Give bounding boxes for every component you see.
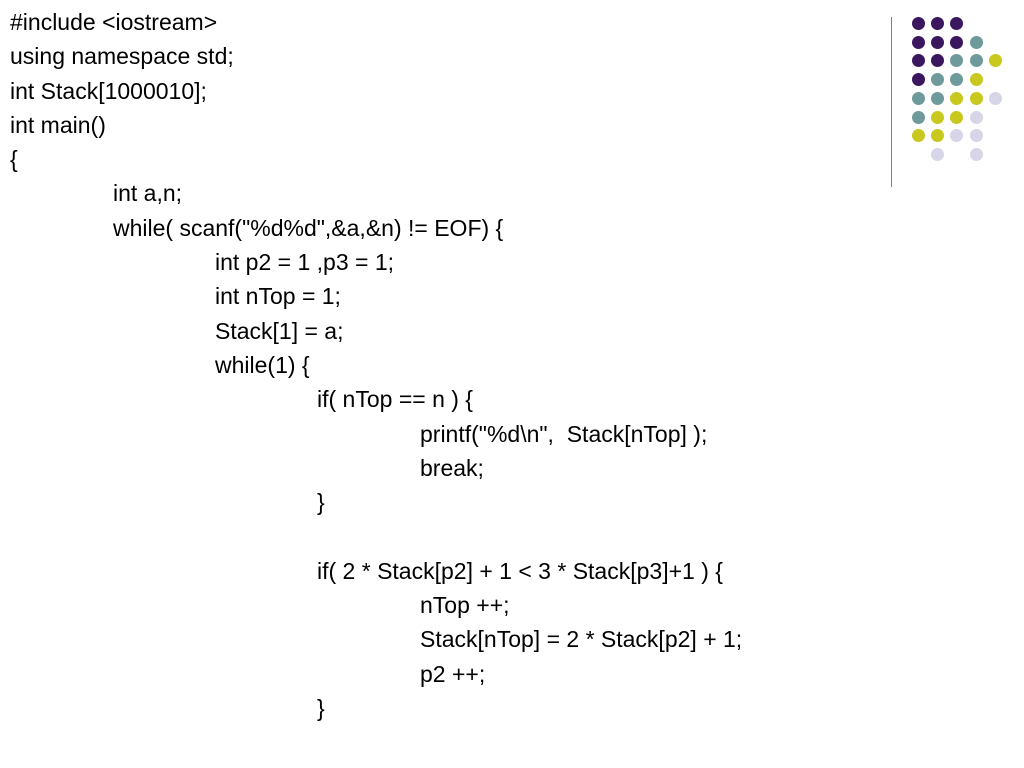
code-line: Stack[1] = a; bbox=[10, 314, 870, 348]
code-line: int Stack[1000010]; bbox=[10, 74, 870, 108]
code-line: Stack[nTop] = 2 * Stack[p2] + 1; bbox=[10, 622, 870, 656]
code-line: printf("%d\n", Stack[nTop] ); bbox=[10, 417, 870, 451]
decorative-dot bbox=[931, 54, 945, 68]
code-line-text: if( 2 * Stack[p2] + 1 < 3 * Stack[p3]+1 … bbox=[317, 557, 723, 584]
decorative-dot bbox=[988, 91, 1002, 105]
decorative-dot bbox=[969, 129, 983, 143]
decorative-dot bbox=[950, 17, 964, 30]
code-line: nTop ++; bbox=[10, 588, 870, 622]
code-line-text: } bbox=[317, 694, 325, 721]
code-line-text: { bbox=[10, 146, 18, 173]
code-line-text: int main() bbox=[10, 111, 106, 138]
code-line-text: nTop ++; bbox=[420, 592, 510, 619]
code-line: using namespace std; bbox=[10, 39, 870, 73]
decorative-dot bbox=[912, 91, 925, 105]
decorative-dot bbox=[931, 147, 945, 161]
code-line-text: while( scanf("%d%d",&a,&n) != EOF) { bbox=[113, 214, 504, 241]
decorative-dot bbox=[969, 91, 983, 105]
decorative-dot bbox=[912, 73, 925, 87]
code-line: while(1) { bbox=[10, 348, 870, 382]
code-line-text: break; bbox=[420, 454, 484, 481]
code-line: while( scanf("%d%d",&a,&n) != EOF) { bbox=[10, 211, 870, 245]
decorative-dot bbox=[912, 35, 925, 49]
decorative-dot bbox=[912, 17, 925, 30]
decorative-dot bbox=[950, 73, 964, 87]
code-line-text: printf("%d\n", Stack[nTop] ); bbox=[420, 420, 708, 447]
code-line: #include <iostream> bbox=[10, 5, 870, 39]
code-line: int nTop = 1; bbox=[10, 279, 870, 313]
code-line-text: while(1) { bbox=[215, 351, 310, 378]
decorative-dot bbox=[950, 91, 964, 105]
decorative-dot bbox=[969, 110, 983, 124]
decorative-dot bbox=[988, 54, 1002, 68]
code-line: { bbox=[10, 142, 870, 176]
code-line-text: int a,n; bbox=[113, 180, 183, 207]
decorative-dot bbox=[950, 35, 964, 49]
code-line-text: int nTop = 1; bbox=[215, 283, 341, 310]
code-line-text: if( nTop == n ) { bbox=[317, 386, 473, 413]
code-line: } bbox=[10, 485, 870, 519]
code-line bbox=[10, 519, 870, 553]
decorative-dot bbox=[950, 54, 964, 68]
decorative-dot bbox=[912, 129, 925, 143]
code-line-text: int p2 = 1 ,p3 = 1; bbox=[215, 249, 395, 276]
decorative-dot bbox=[931, 17, 945, 30]
code-line: int main() bbox=[10, 108, 870, 142]
code-block: #include <iostream> using namespace std; i… bbox=[10, 5, 870, 725]
code-line-text: int Stack[1000010]; bbox=[10, 77, 207, 104]
code-line: p2 ++; bbox=[10, 657, 870, 691]
decorative-dot bbox=[931, 91, 945, 105]
code-line: } bbox=[10, 691, 870, 725]
decorative-dot bbox=[931, 73, 945, 87]
code-line: int p2 = 1 ,p3 = 1; bbox=[10, 245, 870, 279]
code-line: if( 2 * Stack[p2] + 1 < 3 * Stack[p3]+1 … bbox=[10, 554, 870, 588]
code-line-text: using namespace std; bbox=[10, 43, 234, 70]
code-line-text: p2 ++; bbox=[420, 660, 486, 687]
decorative-dot bbox=[950, 129, 964, 143]
decorative-dot bbox=[950, 110, 964, 124]
code-line-text: Stack[1] = a; bbox=[215, 317, 344, 344]
code-line-text: Stack[nTop] = 2 * Stack[p2] + 1; bbox=[420, 626, 743, 653]
decorative-dot bbox=[969, 73, 983, 87]
decorative-dot bbox=[912, 54, 925, 68]
vertical-divider-line bbox=[891, 17, 892, 187]
code-line: if( nTop == n ) { bbox=[10, 382, 870, 416]
code-line-text: #include <iostream> bbox=[10, 9, 218, 35]
decorative-dot bbox=[931, 129, 945, 143]
code-line: break; bbox=[10, 451, 870, 485]
decorative-dot bbox=[969, 54, 983, 68]
code-line: int a,n; bbox=[10, 176, 870, 210]
decorative-dot bbox=[969, 35, 983, 49]
decorative-dot bbox=[969, 147, 983, 161]
decorative-dot bbox=[931, 35, 945, 49]
code-line-text: } bbox=[317, 489, 325, 516]
decorative-dot bbox=[931, 110, 945, 124]
decorative-dot bbox=[912, 110, 925, 124]
